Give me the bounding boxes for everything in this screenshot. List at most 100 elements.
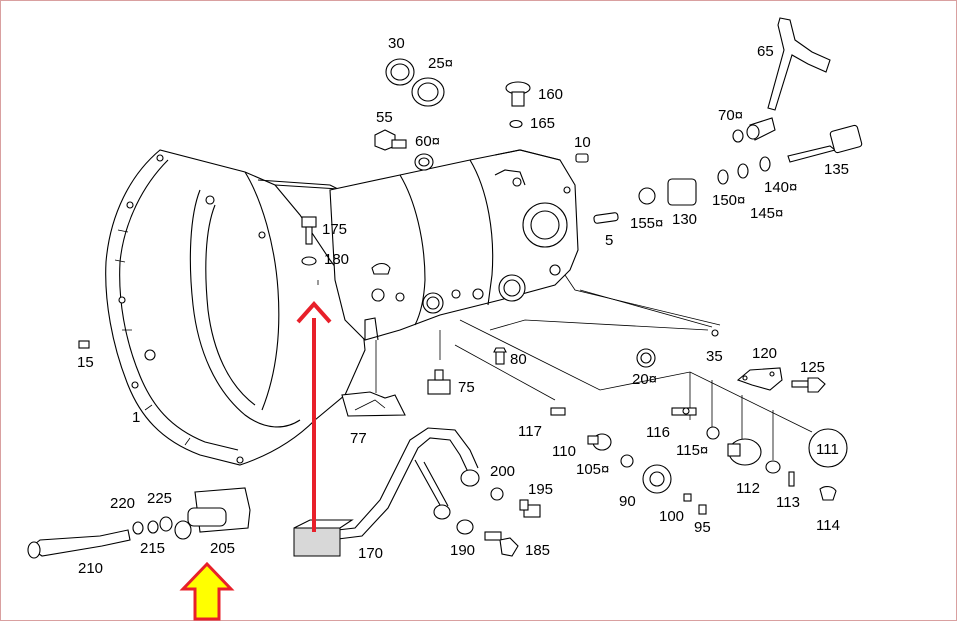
label-5: 5 <box>605 232 613 249</box>
label-165: 165 <box>530 115 555 132</box>
label-200: 200 <box>490 463 515 480</box>
label-150: 150¤ <box>712 192 745 209</box>
part-114 <box>819 486 837 501</box>
part-110 <box>587 433 612 451</box>
label-125: 125 <box>800 359 825 376</box>
label-116: 116 <box>646 424 670 441</box>
label-114: 114 <box>816 517 840 534</box>
part-155 <box>638 187 656 205</box>
label-120: 120 <box>752 345 777 362</box>
part-35 <box>711 329 719 337</box>
part-205 <box>174 487 251 540</box>
part-15 <box>78 340 90 349</box>
part-55 <box>374 129 407 151</box>
part-145 <box>737 163 749 179</box>
label-80: 80 <box>510 351 527 368</box>
part-195 <box>519 499 541 518</box>
label-15: 15 <box>77 354 94 371</box>
label-111: 111 <box>816 441 839 458</box>
part-5 <box>593 212 619 224</box>
part-112 <box>727 438 762 466</box>
label-220: 220 <box>110 495 135 512</box>
label-190: 190 <box>450 542 475 559</box>
part-165 <box>509 119 523 129</box>
part-75 <box>427 369 451 395</box>
label-140: 140¤ <box>764 179 797 196</box>
part-25 <box>411 77 445 107</box>
label-195: 195 <box>528 481 553 498</box>
label-70: 70¤ <box>718 107 743 124</box>
part-90 <box>642 464 672 494</box>
label-110: 110 <box>552 443 576 460</box>
part-140 <box>759 156 771 172</box>
part-150 <box>717 169 729 185</box>
part-117 <box>550 407 566 416</box>
part-77 <box>341 391 406 417</box>
part-200 <box>490 487 504 501</box>
label-112: 112 <box>736 480 760 497</box>
label-25: 25¤ <box>428 55 453 72</box>
label-35: 35 <box>706 348 723 365</box>
label-113: 113 <box>776 494 800 511</box>
label-180: 180 <box>324 251 349 268</box>
label-115: 115¤ <box>676 442 708 459</box>
label-215: 215 <box>140 540 165 557</box>
label-225: 225 <box>147 490 172 507</box>
label-117: 117 <box>518 423 542 440</box>
part-180 <box>301 256 317 266</box>
part-111-callout <box>808 428 848 468</box>
part-210 <box>27 529 131 559</box>
label-10: 10 <box>574 134 591 151</box>
part-10 <box>575 153 589 163</box>
part-190 <box>456 519 474 535</box>
label-210: 210 <box>78 560 103 577</box>
part-170 <box>293 427 480 557</box>
label-100: 100 <box>659 508 684 525</box>
part-30 <box>385 58 415 86</box>
label-170: 170 <box>358 545 383 562</box>
part-130 <box>667 178 697 206</box>
part-135 <box>787 124 863 163</box>
label-77: 77 <box>350 430 367 447</box>
part-112-ring <box>765 460 781 474</box>
label-175: 175 <box>322 221 347 238</box>
part-labels: 30 25¤ 160 165 55 60¤ 10 65 70¤ 135 140¤… <box>77 35 849 577</box>
leader-lines <box>317 274 813 460</box>
part-215 <box>147 520 159 534</box>
part-105 <box>620 454 634 468</box>
bell-housing <box>105 149 366 466</box>
part-20 <box>636 348 656 368</box>
part-80 <box>493 347 507 365</box>
label-95: 95 <box>694 519 711 536</box>
label-90: 90 <box>619 493 636 510</box>
part-95 <box>698 504 707 515</box>
part-65 <box>767 17 831 111</box>
part-120 <box>736 367 783 391</box>
label-1: 1 <box>132 409 140 426</box>
label-55: 55 <box>376 109 393 126</box>
red-indicator-arrow <box>296 300 332 532</box>
label-30: 30 <box>388 35 405 52</box>
transmission-case <box>329 149 579 341</box>
part-185 <box>484 531 519 557</box>
part-113 <box>788 471 795 487</box>
part-160 <box>505 81 531 107</box>
label-205: 205 <box>210 540 235 557</box>
label-155: 155¤ <box>630 215 663 232</box>
part-100 <box>683 493 692 502</box>
part-125 <box>791 377 826 393</box>
part-60 <box>414 153 434 171</box>
part-175 <box>301 216 317 245</box>
part-220 <box>132 521 144 535</box>
part-70 <box>732 117 776 143</box>
label-105: 105¤ <box>576 461 609 478</box>
label-65: 65 <box>757 43 774 60</box>
part-115 <box>706 426 720 440</box>
label-160: 160 <box>538 86 563 103</box>
label-135: 135 <box>824 161 849 178</box>
label-130: 130 <box>672 211 697 228</box>
part-225 <box>159 516 173 532</box>
label-145: 145¤ <box>750 205 783 222</box>
part-116 <box>671 407 697 416</box>
